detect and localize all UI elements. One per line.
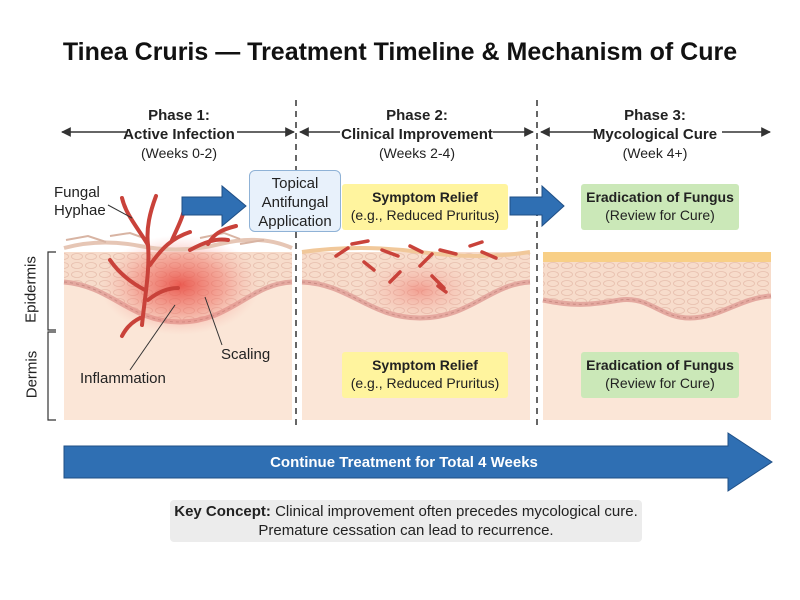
phase-1-header: Phase 1: Active Infection (Weeks 0-2) — [64, 106, 294, 163]
skin-panel-infection — [63, 231, 293, 420]
phase-3-subtitle: Mycological Cure — [592, 126, 718, 143]
epidermis-label: Epidermis — [22, 256, 40, 323]
symptom-relief-note-bottom: Symptom Relief (e.g., Reduced Pruritus) — [342, 352, 508, 398]
dermis-bracket — [47, 331, 56, 421]
key-concept-line2: Premature cessation can lead to recurren… — [258, 522, 554, 539]
scaling-label: Scaling — [221, 346, 271, 363]
symptom-relief-text-bottom: (e.g., Reduced Pruritus) — [350, 375, 500, 391]
phase-3-header: Phase 3: Mycological Cure (Week 4+) — [540, 106, 770, 163]
phase-3-weeks: (Week 4+) — [622, 145, 688, 161]
phase-1-weeks: (Weeks 0-2) — [141, 145, 217, 161]
topical-line2: Antifungal — [261, 194, 329, 211]
hyphae-label-line1: Fungal — [54, 184, 100, 201]
symptom-relief-note-top: Symptom Relief (e.g., Reduced Pruritus) — [342, 184, 508, 230]
page-title: Tinea Cruris — Treatment Timeline & Mech… — [62, 38, 738, 66]
symptom-relief-title-bottom: Symptom Relief — [372, 357, 478, 373]
phase-3-title: Phase 3: — [624, 107, 686, 124]
fungal-hyphae-icon — [108, 194, 238, 338]
symptom-relief-title-top: Symptom Relief — [372, 189, 478, 205]
phase-1-title: Phase 1: — [148, 107, 210, 124]
inflammation-label: Inflammation — [80, 370, 166, 387]
total-treatment-arrow — [63, 432, 773, 492]
phase-2-weeks: (Weeks 2-4) — [379, 145, 455, 161]
flow-arrow-2 — [509, 184, 565, 228]
scaling-pointer — [204, 296, 223, 346]
phase-2-subtitle: Clinical Improvement — [341, 126, 493, 143]
hyphae-pointer — [107, 204, 133, 219]
key-concept-label: Key Concept: — [174, 503, 271, 520]
inflammation-pointer — [129, 304, 176, 371]
eradication-note-bottom: Eradication of Fungus (Review for Cure) — [581, 352, 739, 398]
phase-2-header: Phase 2: Clinical Improvement (Weeks 2-4… — [302, 106, 532, 163]
eradication-text-top: (Review for Cure) — [605, 207, 715, 223]
flow-arrow-1 — [181, 184, 247, 228]
epidermis-bracket — [47, 251, 56, 331]
topical-application-box: Topical Antifungal Application — [249, 170, 341, 232]
topical-line1: Topical — [271, 175, 319, 192]
fungal-fragments-icon — [334, 239, 498, 294]
eradication-title-top: Eradication of Fungus — [586, 189, 734, 205]
symptom-relief-text-top: (e.g., Reduced Pruritus) — [350, 207, 500, 223]
eradication-text-bottom: (Review for Cure) — [605, 375, 715, 391]
phase-1-subtitle: Active Infection — [123, 126, 235, 143]
hyphae-label: Fungal Hyphae — [54, 184, 106, 220]
hyphae-label-line2: Hyphae — [54, 202, 106, 219]
key-concept-line1: Key Concept: Clinical improvement often … — [170, 502, 642, 521]
total-treatment-label: Continue Treatment for Total 4 Weeks — [270, 454, 538, 471]
phase-2-title: Phase 2: — [386, 107, 448, 124]
key-concept-box: Key Concept: Clinical improvement often … — [170, 500, 642, 542]
eradication-note-top: Eradication of Fungus (Review for Cure) — [581, 184, 739, 230]
topical-line3: Application — [258, 213, 332, 230]
dermis-label: Dermis — [23, 350, 41, 399]
eradication-title-bottom: Eradication of Fungus — [586, 357, 734, 373]
key-concept-text1: Clinical improvement often precedes myco… — [270, 503, 638, 520]
